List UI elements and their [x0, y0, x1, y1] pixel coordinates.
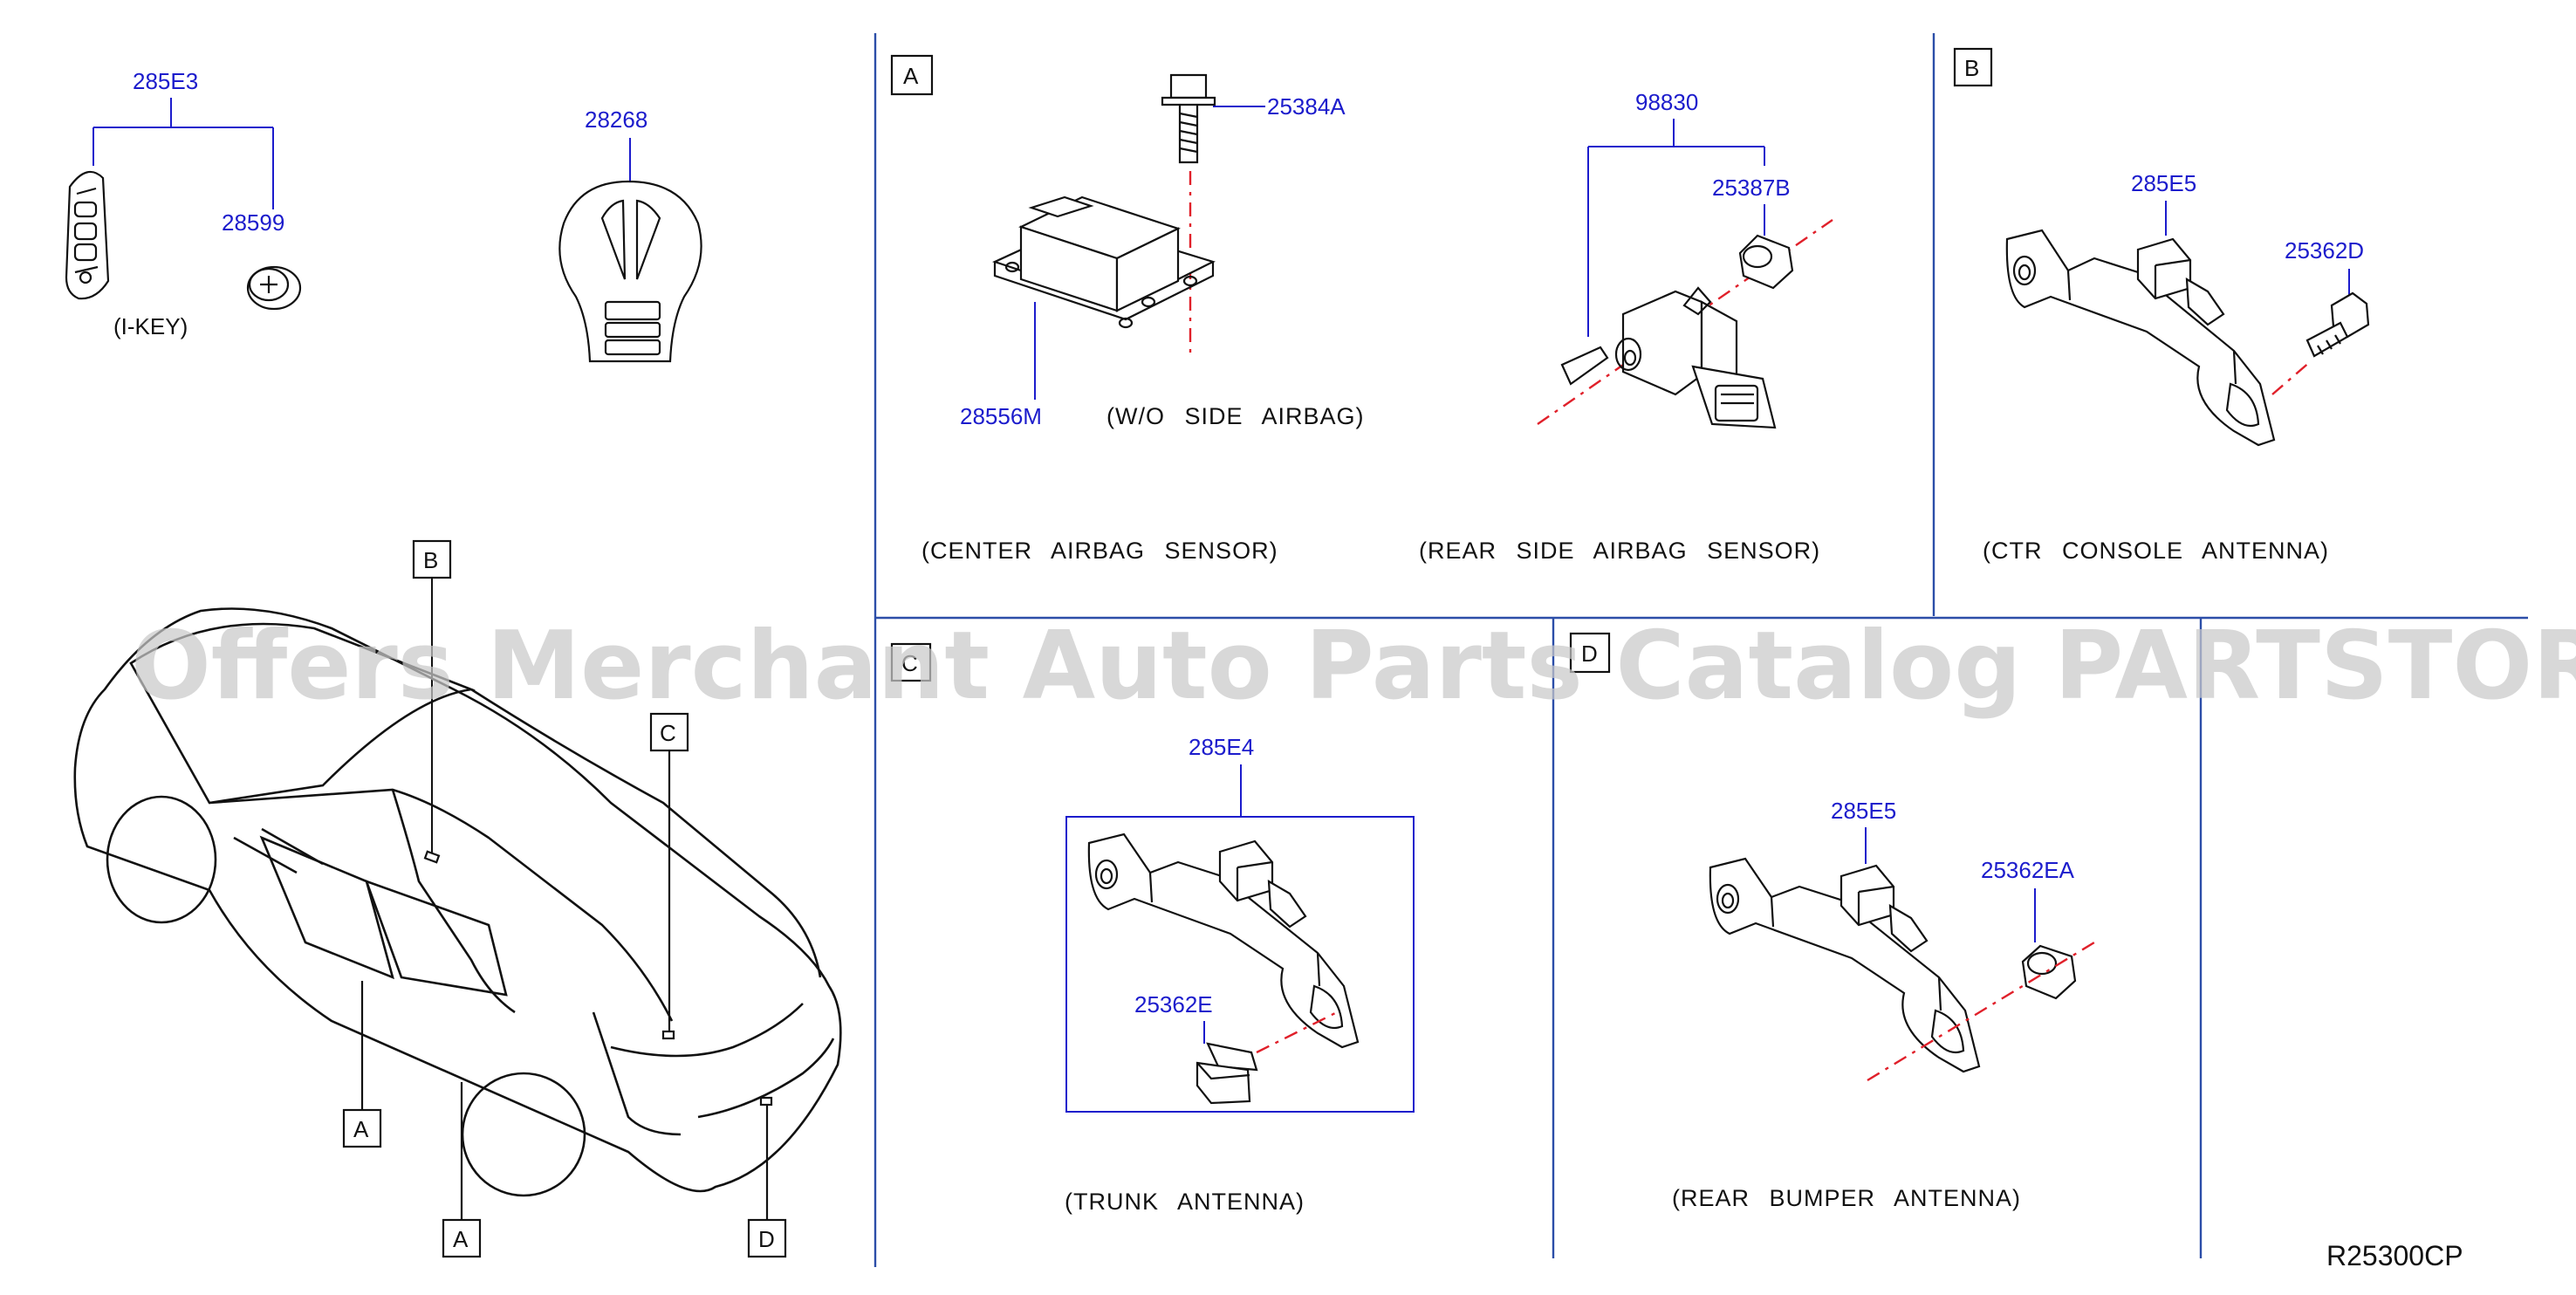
part-number-285E5-b[interactable]: 285E5: [2131, 170, 2196, 196]
clip-c-icon: [1196, 1042, 1258, 1105]
nut-d-icon: [2021, 944, 2077, 1000]
rear-bumper-antenna-icon: [1709, 857, 1981, 1073]
part-number-28268[interactable]: 28268: [585, 106, 647, 133]
svg-text:B: B: [423, 547, 438, 573]
part-number-285E4[interactable]: 285E4: [1189, 734, 1254, 760]
panel-a-letter: A: [903, 63, 919, 89]
svg-text:D: D: [758, 1226, 775, 1252]
key-cover-group: 28268: [558, 106, 702, 363]
part-number-25384A[interactable]: 25384A: [1267, 93, 1346, 120]
center-sensor-note: (W/O SIDE AIRBAG): [1106, 403, 1365, 429]
center-sensor-caption: (CENTER AIRBAG SENSOR): [921, 538, 1278, 564]
panel-b-letter: B: [1964, 55, 1979, 81]
vehicle-callouts: B C A A D: [342, 539, 787, 1258]
callout-a-rear[interactable]: A: [442, 1082, 482, 1258]
key-caption: (I-KEY): [113, 313, 188, 339]
callout-a-front[interactable]: A: [342, 981, 382, 1148]
svg-text:A: A: [353, 1116, 369, 1142]
svg-text:A: A: [453, 1226, 469, 1252]
ctr-console-caption: (CTR CONSOLE ANTENNA): [1983, 538, 2329, 564]
part-number-25362E[interactable]: 25362E: [1134, 991, 1213, 1018]
panel-dividers: [874, 33, 2528, 1267]
trunk-antenna-caption: (TRUNK ANTENNA): [1065, 1189, 1305, 1215]
bolt-b-icon: [2305, 291, 2370, 358]
rear-bumper-caption: (REAR BUMPER ANTENNA): [1672, 1185, 2021, 1211]
bolt-icon: [1161, 73, 1216, 164]
intelligent-key-group: 285E3 28599 (I-KEY): [65, 68, 302, 339]
ctr-console-antenna-icon: [2005, 229, 2276, 447]
spacer-icon: [1738, 234, 1794, 290]
panel-a: A 25384A 28556M (W/O SIDE AIRBAG) (CENTE…: [890, 54, 1833, 564]
rear-side-sensor-caption: (REAR SIDE AIRBAG SENSOR): [1419, 538, 1820, 564]
panel-c: C 285E4 25362E (TRUNK ANTENNA): [890, 642, 1415, 1215]
key-cover-icon: [558, 180, 702, 363]
center-sensor-icon: [992, 195, 1216, 329]
svg-text:C: C: [660, 720, 676, 746]
rear-side-sensor-icon: [1560, 286, 1777, 429]
key-fob-icon: [65, 170, 110, 300]
panel-d-letter: D: [1581, 641, 1598, 667]
panel-d: D 285E5 25362EA (REAR BUMPER ANTENNA): [1569, 632, 2095, 1211]
callout-d[interactable]: D: [747, 1105, 787, 1258]
part-number-28599[interactable]: 28599: [222, 209, 284, 236]
part-number-28556M[interactable]: 28556M: [960, 403, 1042, 429]
part-number-25387B[interactable]: 25387B: [1712, 175, 1791, 201]
callout-c[interactable]: C: [649, 712, 689, 1031]
part-number-285E3[interactable]: 285E3: [133, 68, 198, 94]
panel-c-letter: C: [901, 650, 918, 676]
trunk-antenna-icon: [1087, 832, 1360, 1049]
callout-b[interactable]: B: [412, 539, 452, 853]
part-number-25362EA[interactable]: 25362EA: [1981, 857, 2075, 883]
coin-battery-icon: [246, 265, 302, 311]
part-number-285E5-d[interactable]: 285E5: [1831, 798, 1896, 824]
panel-b: B 285E5 25362D (CTR CONSOLE ANTENNA): [1953, 47, 2370, 564]
vehicle-overview: [73, 607, 842, 1197]
diagram-code: R25300CP: [2326, 1240, 2463, 1271]
part-number-98830[interactable]: 98830: [1635, 89, 1698, 115]
watermark: Offers Merchant Auto Parts Catalog PARTS…: [131, 612, 2576, 721]
part-number-25362D[interactable]: 25362D: [2285, 237, 2364, 264]
